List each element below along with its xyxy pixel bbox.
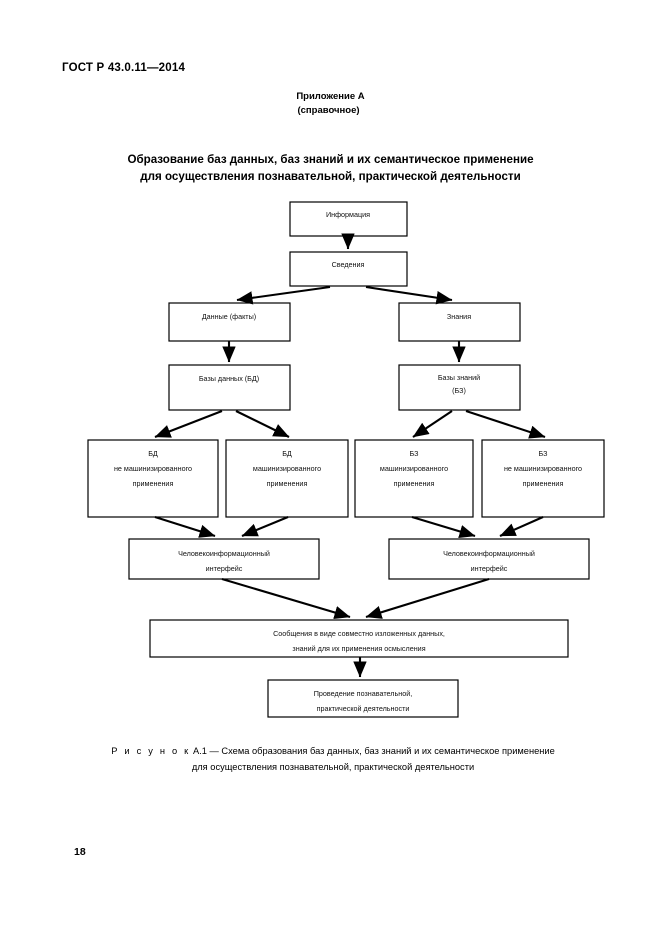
label-messages-2: знаний для их применения осмысления: [292, 644, 425, 653]
label-knowledgebases-1: Базы знаний: [438, 373, 480, 382]
label-kb-machine-2: машинизированного: [380, 464, 448, 473]
edge-interface-left-messages: [221, 577, 351, 620]
label-kb-machine-1: БЗ: [410, 449, 419, 458]
edge-svedeniya-data-facts: [236, 285, 331, 305]
edge-databases-db-machine: [235, 410, 290, 438]
edge-db-machine-interface-left: [241, 516, 289, 537]
label-messages-1: Сообщения в виде совместно изложенных да…: [273, 629, 445, 638]
label-activity-2: практической деятельности: [317, 704, 410, 713]
label-kb-non-machine-2: не машинизированного: [504, 464, 582, 473]
page-title-line-2: для осуществления познавательной, практи…: [140, 170, 521, 183]
label-db-non-machine-1: БД: [148, 449, 158, 458]
node-activity: [267, 679, 459, 718]
edge-databases-db-non-machine: [154, 410, 223, 438]
node-data-facts: [168, 302, 291, 342]
figure-a1: Информация Сведения Данные (факты) Знани…: [0, 190, 661, 735]
node-interface-right: [388, 538, 590, 580]
annex-subtitle: (справочное): [297, 105, 360, 116]
annex-title: Приложение А: [296, 91, 365, 102]
label-db-non-machine-3: применения: [133, 479, 174, 488]
node-interface-left: [128, 538, 320, 580]
edge-db-non-machine-interface-left: [154, 515, 216, 538]
label-db-non-machine-2: не машинизированного: [114, 464, 192, 473]
edge-svedeniya-knowledge: [365, 285, 453, 305]
figure-caption-line-1: Р и с у н о к А.1 — Схема образования ба…: [60, 743, 606, 759]
label-data-facts: Данные (факты): [202, 312, 256, 321]
figure-caption: Р и с у н о к А.1 — Схема образования ба…: [60, 743, 606, 775]
label-interface-left-2: интерфейс: [206, 564, 243, 573]
label-interface-left-1: Человекоинформационный: [178, 549, 270, 558]
edge-kb-left: [412, 410, 453, 438]
standard-header: ГОСТ Р 43.0.11—2014: [62, 62, 186, 74]
node-knowledge: [398, 302, 521, 342]
label-knowledge: Знания: [447, 312, 471, 321]
label-databases: Базы данных (БД): [199, 374, 259, 383]
label-db-machine-1: БД: [282, 449, 292, 458]
node-messages: [149, 619, 569, 658]
page-title-line-1: Образование баз данных, баз знаний и их …: [127, 153, 534, 166]
annex-header: Приложение А (справочное): [0, 90, 661, 118]
label-kb-non-machine-3: применения: [523, 479, 564, 488]
label-information: Информация: [326, 210, 370, 219]
page-title: Образование баз данных, баз знаний и их …: [60, 151, 601, 185]
label-db-machine-3: применения: [267, 479, 308, 488]
node-kb-non-machine: [481, 439, 605, 518]
figure-caption-line-2: для осуществления познавательной, практи…: [191, 762, 475, 772]
figure-caption-number: А.1: [192, 746, 207, 756]
label-knowledgebases-2: (БЗ): [452, 386, 466, 395]
figure-caption-text-1: Схема образования баз данных, баз знаний…: [221, 746, 555, 756]
label-db-machine-2: машинизированного: [253, 464, 321, 473]
node-information: [289, 201, 408, 237]
figure-caption-dash: —: [209, 746, 219, 756]
label-interface-right-2: интерфейс: [471, 564, 508, 573]
node-knowledgebases: [398, 364, 521, 411]
page-number: 18: [74, 846, 86, 858]
edge-kb-right: [465, 410, 546, 439]
figure-caption-prefix: Р и с у н о к: [111, 746, 191, 756]
edge-interface-right-messages: [365, 577, 490, 619]
node-db-non-machine: [87, 439, 219, 518]
node-kb-machine: [354, 439, 474, 518]
label-interface-right-1: Человекоинформационный: [443, 549, 535, 558]
node-svedeniya: [289, 251, 408, 287]
node-databases: [168, 364, 291, 411]
edge-kb-non-machine-interface-right: [499, 516, 544, 537]
label-activity-1: Проведение познавательной,: [314, 689, 412, 698]
edge-kb-machine-interface-right: [411, 515, 476, 538]
label-kb-non-machine-1: БЗ: [539, 449, 548, 458]
label-kb-machine-3: применения: [394, 479, 435, 488]
node-db-machine: [225, 439, 349, 518]
label-svedeniya: Сведения: [332, 260, 365, 269]
